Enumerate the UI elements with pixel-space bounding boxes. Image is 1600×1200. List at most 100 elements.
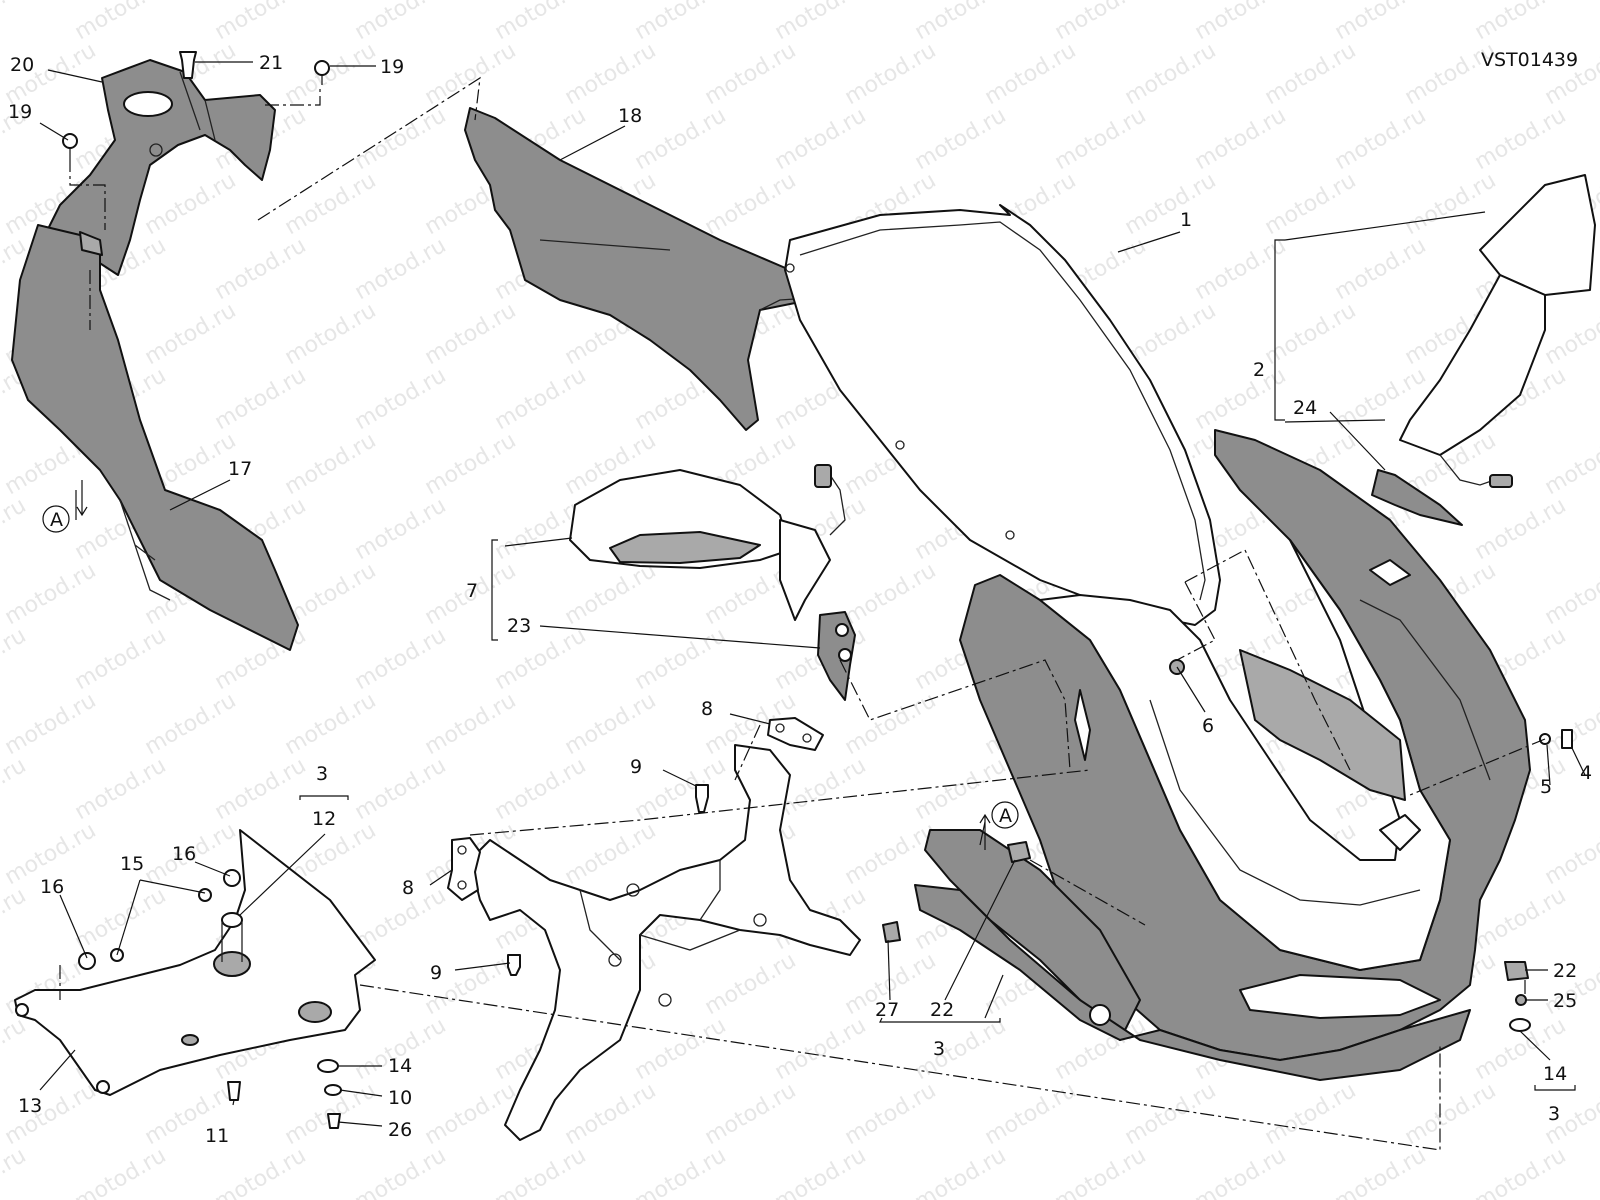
watermark-text: motod.ru [141,168,241,240]
watermark-text: motod.ru [211,753,311,825]
part-24-mirror-gasket [1371,469,1463,526]
watermark-text: motod.ru [211,363,311,435]
watermark-text: motod.ru [281,688,381,760]
watermark-text: motod.ru [841,688,941,760]
watermark-text: motod.ru [351,103,451,175]
watermark-text: motod.ru [141,298,241,370]
watermark-text: motod.ru [421,38,521,110]
watermark-text: motod.ru [1191,103,1291,175]
part-9-screw-a [695,784,709,813]
callout-15: 15 [120,853,144,875]
watermark-text: motod.ru [421,298,521,370]
callout-24: 24 [1293,397,1317,419]
watermark-text: motod.ru [421,688,521,760]
part-12-lower-cover [14,829,376,1096]
callout-23: 23 [507,615,531,637]
leader-lines [39,61,1586,1127]
watermark-text: motod.ru [351,363,451,435]
watermark-text: motod.ru [1471,1143,1571,1200]
watermark-text: motod.ru [841,558,941,630]
callout-11: 11 [205,1125,229,1147]
watermark-text: motod.ru [0,1013,30,1085]
part-2-right-mirror [1399,174,1596,488]
part-25-washer [1515,994,1527,1006]
callout-20: 20 [10,54,34,76]
watermark-text: motod.ru [0,493,30,565]
part-21-fastener [179,51,197,79]
callout-26: 26 [388,1119,412,1141]
watermark-text: motod.ru [1051,1143,1151,1200]
callout-12: 12 [312,808,336,830]
watermark-text: motod.ru [631,1143,731,1200]
watermark-text: motod.ru [1541,818,1600,890]
part-11-screw [227,1081,241,1101]
watermark-text: motod.ru [841,818,941,890]
watermark-text: motod.ru [911,103,1011,175]
watermark-text: motod.ru [841,1078,941,1150]
watermark-text: motod.ru [701,168,801,240]
callout-19-left: 19 [8,101,32,123]
callout-6: 6 [1202,715,1214,737]
callout-27: 27 [875,999,899,1021]
part-14-grommet-b [317,1059,339,1073]
watermark-text: motod.ru [491,753,591,825]
part-4-screw [1561,729,1573,749]
watermark-text: motod.ru [1,1078,101,1150]
watermark-text: motod.ru [981,1078,1081,1150]
watermark-text: motod.ru [0,623,30,695]
watermark-text: motod.ru [0,0,30,45]
callout-4: 4 [1580,762,1592,784]
callout-9-bottom: 9 [430,962,442,984]
watermark-text: motod.ru [71,623,171,695]
assembly-lines [59,76,1546,1151]
callout-5: 5 [1540,776,1552,798]
watermark-text: motod.ru [281,298,381,370]
watermark-text: motod.ru [1331,233,1431,305]
callout-14-left: 14 [388,1055,412,1077]
watermark-text: motod.ru [1471,103,1571,175]
watermark-text: motod.ru [1261,38,1361,110]
callout-25: 25 [1553,990,1577,1012]
reference-a-right: A [999,805,1012,827]
watermark-text: motod.ru [421,948,521,1020]
reference-a-left: A [50,509,63,531]
watermark-text: motod.ru [0,753,30,825]
callout-21: 21 [259,52,283,74]
watermark-text: motod.ru [1121,38,1221,110]
watermark-text: motod.ru [1541,558,1600,630]
watermark-text: motod.ru [1541,298,1600,370]
part-17-side-panel [11,224,299,651]
reference-circle-a-right [991,801,1019,829]
part-20-inner-panel [44,59,276,276]
watermark-text: motod.ru [1331,103,1431,175]
watermark-text: motod.ru [1121,168,1221,240]
callout-1: 1 [1180,209,1192,231]
callout-14-right: 14 [1543,1063,1567,1085]
watermark-text: motod.ru [141,688,241,760]
callout-3-right: 3 [1548,1103,1560,1125]
watermark-text: motod.ru [771,1013,871,1085]
callout-3-center: 3 [933,1038,945,1060]
watermark-text: motod.ru [421,1078,521,1150]
watermark-text: motod.ru [701,1078,801,1150]
watermark-text: motod.ru [1261,1078,1361,1150]
watermark-text: motod.ru [0,1143,30,1200]
part-9-screw-b [507,954,521,976]
watermark-text: motod.ru [631,103,731,175]
watermark-text: motod.ru [1541,688,1600,760]
callout-13: 13 [18,1095,42,1117]
callout-3-left: 3 [316,763,328,785]
watermark-text: motod.ru [631,1013,731,1085]
part-22-clip-a [1504,961,1529,981]
callout-16-right: 16 [172,843,196,865]
part-3-main-fairing [914,429,1531,1081]
watermark-text: motod.ru [911,753,1011,825]
part-14-grommet-a [1509,1018,1531,1032]
callout-22-right: 22 [1553,960,1577,982]
watermark-text: motod.ru [1331,1143,1431,1200]
watermark-text: motod.ru [561,558,661,630]
watermark-text: motod.ru [1261,168,1361,240]
callout-8-left: 8 [402,877,414,899]
